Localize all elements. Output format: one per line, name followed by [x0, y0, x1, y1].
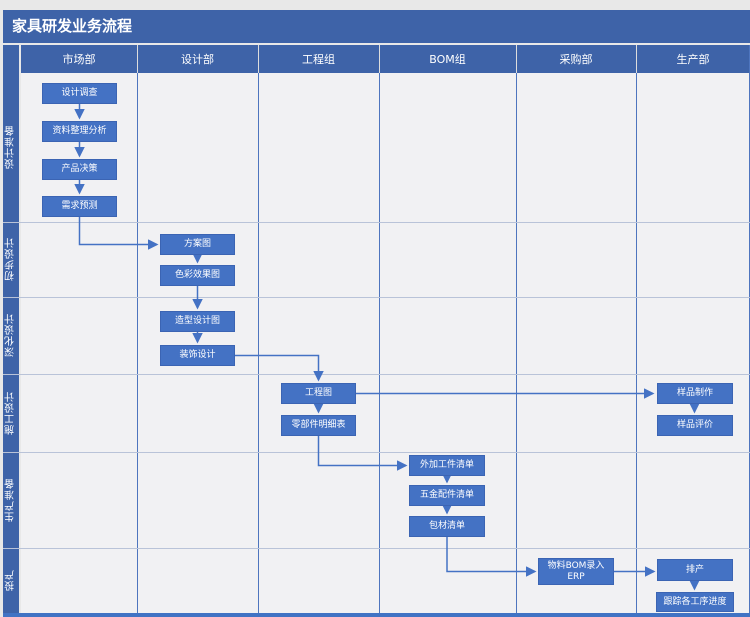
phase-divider: [3, 374, 750, 375]
phase-divider: [3, 222, 750, 223]
lane-divider: [379, 73, 380, 613]
lane-header-production: 生产部: [676, 53, 710, 66]
phase-divider: [3, 452, 750, 453]
bottom-border-bar: [3, 613, 750, 617]
lane-divider: [516, 73, 517, 613]
phase-label-detailed-design: 深化设计: [5, 313, 17, 358]
phase-label-preliminary-design: 初步设计: [5, 237, 17, 282]
lane-divider: [636, 73, 637, 613]
phase-label-production-launch: 投产: [5, 569, 17, 592]
page-title: 家具研发业务流程: [3, 10, 750, 43]
node-data-analysis: 资料整理分析: [42, 121, 117, 142]
node-product-decision: 产品决策: [42, 159, 117, 180]
lane-header-bom: BOM组: [429, 53, 466, 66]
node-bom-erp-entry-line2: ERP: [567, 571, 585, 582]
header-separator: [516, 45, 517, 73]
phase-label-construction-design: 施工设计: [5, 391, 17, 435]
lane-header-marketing: 市场部: [62, 53, 96, 66]
lane-header-design: 设计部: [181, 53, 214, 66]
node-scheme-drawing: 方案图: [160, 234, 235, 255]
header-separator: [137, 45, 138, 73]
header-separator: [636, 45, 637, 73]
node-sample-evaluation: 样品评价: [657, 415, 733, 436]
lane-header-engineering: 工程组: [302, 53, 335, 66]
phase-divider: [3, 297, 750, 298]
phase-label-design-preparation: 设计准备: [5, 125, 17, 170]
lane-header-strip: [21, 45, 750, 73]
lane-header-purchasing: 采购部: [559, 53, 593, 66]
header-separator: [379, 45, 380, 73]
node-parts-list: 零部件明细表: [281, 415, 356, 436]
node-demand-forecast: 需求预测: [42, 196, 117, 217]
node-track-progress: 跟踪各工序进度: [656, 592, 734, 612]
node-outsourced-parts-list: 外加工件清单: [409, 455, 485, 476]
node-packaging-list: 包材清单: [409, 516, 485, 537]
phase-label-production-preparation: 生产准备: [5, 478, 17, 522]
node-styling-design: 造型设计图: [160, 311, 235, 332]
phase-divider: [3, 548, 750, 549]
node-bom-erp-entry: 物料BOM录入 ERP: [538, 558, 614, 585]
diagram-canvas: [21, 45, 750, 613]
phase-sidebar: [3, 45, 19, 613]
node-color-effect: 色彩效果图: [160, 265, 235, 286]
node-decoration-design: 装饰设计: [160, 345, 235, 366]
node-production-scheduling: 排产: [657, 559, 733, 581]
header-separator: [258, 45, 259, 73]
node-engineering-drawing: 工程图: [281, 383, 356, 404]
node-hardware-list: 五金配件清单: [409, 485, 485, 506]
lane-divider: [137, 73, 138, 613]
lane-divider: [258, 73, 259, 613]
node-design-survey: 设计调查: [42, 83, 117, 104]
node-bom-erp-entry-line1: 物料BOM录入: [547, 560, 605, 571]
node-sample-making: 样品制作: [657, 383, 733, 404]
